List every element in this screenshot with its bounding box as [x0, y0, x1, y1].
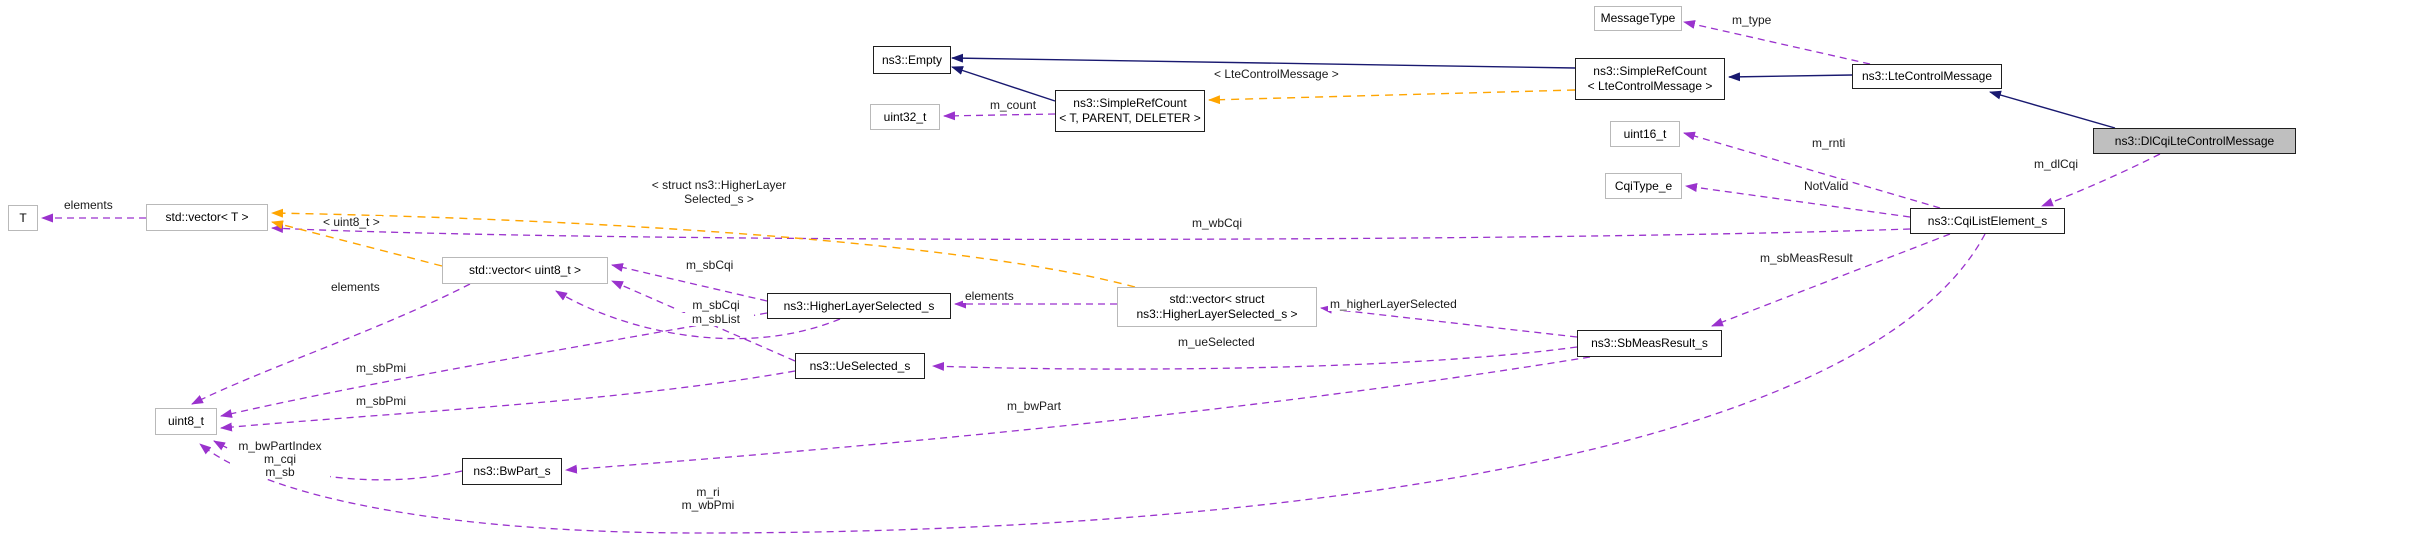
node-uint16-t: uint16_t: [1610, 121, 1680, 147]
node-label: ns3::Empty: [881, 52, 943, 67]
node-label: CqiType_e: [1614, 178, 1673, 193]
node-label-line2: ns3::HigherLayerSelected_s >: [1136, 307, 1298, 321]
edge-label-m-sbcqi: m_sbCqi: [684, 258, 736, 272]
edge-dlcqi-to-lcm: [1989, 90, 2116, 129]
edge-label-m-ueselected: m_ueSelected: [1176, 335, 1257, 349]
edge-m-bwpart: [565, 356, 1591, 474]
node-simplerefcount-t-parent-deleter[interactable]: ns3::SimpleRefCount < T, PARENT, DELETER…: [1055, 90, 1205, 132]
node-label-line1: ns3::SimpleRefCount: [1593, 64, 1707, 78]
node-label: ns3::DlCqiLteControlMessage: [2114, 133, 2275, 148]
edge-m-sbcqi: [611, 263, 768, 302]
node-label: MessageType: [1600, 11, 1676, 25]
node-label: ns3::BwPart_s: [473, 464, 551, 478]
node-label: T: [19, 210, 27, 225]
edge-label-m-count: m_count: [988, 98, 1039, 112]
edge-to-vector-uint8-bottom: [555, 290, 841, 340]
edge-label-notvalid: NotValid: [1802, 179, 1851, 193]
node-label-line2: < LteControlMessage >: [1587, 79, 1713, 93]
edge-tpl-ltecontrolmessage: [1208, 89, 1576, 105]
edge-notvalid: [1685, 183, 1911, 218]
edge-m-dlcqi: [2041, 153, 2161, 207]
node-ns3-cqilistelement-s[interactable]: ns3::CqiListElement_s: [1910, 208, 2065, 234]
node-simplerefcount-ltecontrolmessage[interactable]: ns3::SimpleRefCount < LteControlMessage …: [1575, 58, 1725, 100]
node-ns3-dlcqiltecontrolmessage: ns3::DlCqiLteControlMessage: [2093, 128, 2296, 154]
inheritance-edges: [951, 53, 2116, 129]
node-label: uint16_t: [1623, 126, 1667, 141]
node-cqitype-e: CqiType_e: [1605, 173, 1682, 199]
node-label: ns3::HigherLayerSelected_s: [783, 298, 935, 313]
node-label: uint8_t: [167, 414, 205, 428]
edge-label-tpl-uint8: < uint8_t >: [321, 215, 382, 229]
node-ns3-ueselected-s[interactable]: ns3::UeSelected_s: [795, 353, 925, 379]
node-t: T: [8, 205, 38, 231]
node-label: ns3::LteControlMessage: [1861, 69, 1993, 83]
edge-label-m-sb: m_sb: [230, 466, 330, 479]
edge-srclcm-to-empty: [951, 53, 1576, 69]
template-edges: [271, 89, 1576, 288]
node-label-line1: std::vector< struct: [1169, 292, 1265, 306]
edge-label-m-bwpart: m_bwPart: [1005, 399, 1064, 413]
edge-label-m-wbpmi: m_wbPmi: [664, 499, 752, 512]
edge-m-sbpmi-hls: [220, 312, 768, 418]
edge-label-elements-uint8: elements: [329, 280, 382, 294]
edge-label-m-sbpmi-1: m_sbPmi: [354, 361, 409, 375]
node-uint32-t: uint32_t: [870, 104, 940, 130]
node-label: ns3::UeSelected_s: [809, 358, 911, 373]
edge-m-ri-wbpmi: [199, 233, 1986, 534]
edge-label-m-dlcqi: m_dlCqi: [2032, 157, 2081, 171]
node-std-vector-struct-higherlayerselected-s: std::vector< struct ns3::HigherLayerSele…: [1117, 287, 1317, 327]
node-ns3-empty[interactable]: ns3::Empty: [873, 46, 951, 74]
edge-tpl-uint8: [271, 220, 443, 267]
node-label: ns3::CqiListElement_s: [1927, 213, 2048, 228]
edge-label-m-rnti: m_rnti: [1810, 136, 1848, 150]
edge-label-tpl-struct-hls-line2: Selected_s >: [628, 193, 810, 206]
node-uint8-t: uint8_t: [155, 408, 217, 435]
edge-label-m-sbcqi-2: m_sbCqi: [678, 299, 754, 312]
node-ns3-ltecontrolmessage[interactable]: ns3::LteControlMessage: [1852, 64, 2002, 89]
node-label: uint32_t: [883, 109, 927, 124]
edge-m-count: [943, 111, 1056, 121]
edge-label-m-sbpmi-2: m_sbPmi: [354, 394, 409, 408]
edge-label-m-sbmeasresult: m_sbMeasResult: [1758, 251, 1855, 265]
edge-label-tpl-ltecontrolmessage: < LteControlMessage >: [1212, 67, 1341, 81]
node-ns3-higherlayerselected-s[interactable]: ns3::HigherLayerSelected_s: [767, 293, 951, 319]
edge-m-sbmeasresult: [1711, 233, 1951, 327]
edge-m-higherlayerselected: [1320, 304, 1578, 338]
edge-label-m-ri: m_ri: [664, 486, 752, 499]
edge-m-wbcqi: [271, 224, 1911, 241]
edge-label-m-wbcqi: m_wbCqi: [1190, 216, 1245, 230]
edge-label-m-type: m_type: [1730, 13, 1774, 27]
node-label-line1: ns3::SimpleRefCount: [1073, 96, 1187, 110]
edge-label-m-bwpartindex: m_bwPartIndex: [230, 440, 330, 453]
edge-label-elements-t: elements: [62, 198, 115, 212]
node-messagetype: MessageType: [1594, 6, 1682, 31]
node-label: ns3::SbMeasResult_s: [1591, 336, 1708, 350]
node-label-line2: < T, PARENT, DELETER >: [1059, 111, 1201, 125]
edge-label-m-higherlayerselected: m_higherLayerSelected: [1328, 297, 1459, 311]
edge-elements-uint8: [191, 283, 471, 405]
edge-tpl-struct-hls: [271, 208, 1136, 288]
node-ns3-bwpart-s[interactable]: ns3::BwPart_s: [462, 458, 562, 485]
edge-m-ueselected: [932, 346, 1578, 371]
node-std-vector-uint8-t: std::vector< uint8_t >: [442, 257, 608, 284]
node-label: std::vector< uint8_t >: [468, 263, 582, 277]
edge-lcm-to-srclcm: [1728, 72, 1853, 82]
node-label: std::vector< T >: [165, 210, 249, 224]
edge-label-m-sblist: m_sbList: [678, 313, 754, 326]
edge-label-tpl-struct-hls-line1: < struct ns3::HigherLayer: [628, 179, 810, 192]
edge-label-elements-hls: elements: [963, 289, 1016, 303]
edge-m-sbpmi-uesel: [220, 370, 796, 432]
edge-m-type: [1683, 20, 1871, 65]
edge-label-m-cqi: m_cqi: [230, 453, 330, 466]
edge-srctpd-to-empty: [951, 66, 1056, 102]
node-std-vector-t: std::vector< T >: [146, 204, 268, 231]
node-ns3-sbmeasresult-s[interactable]: ns3::SbMeasResult_s: [1577, 330, 1722, 357]
edge-m-rnti: [1683, 131, 1941, 209]
